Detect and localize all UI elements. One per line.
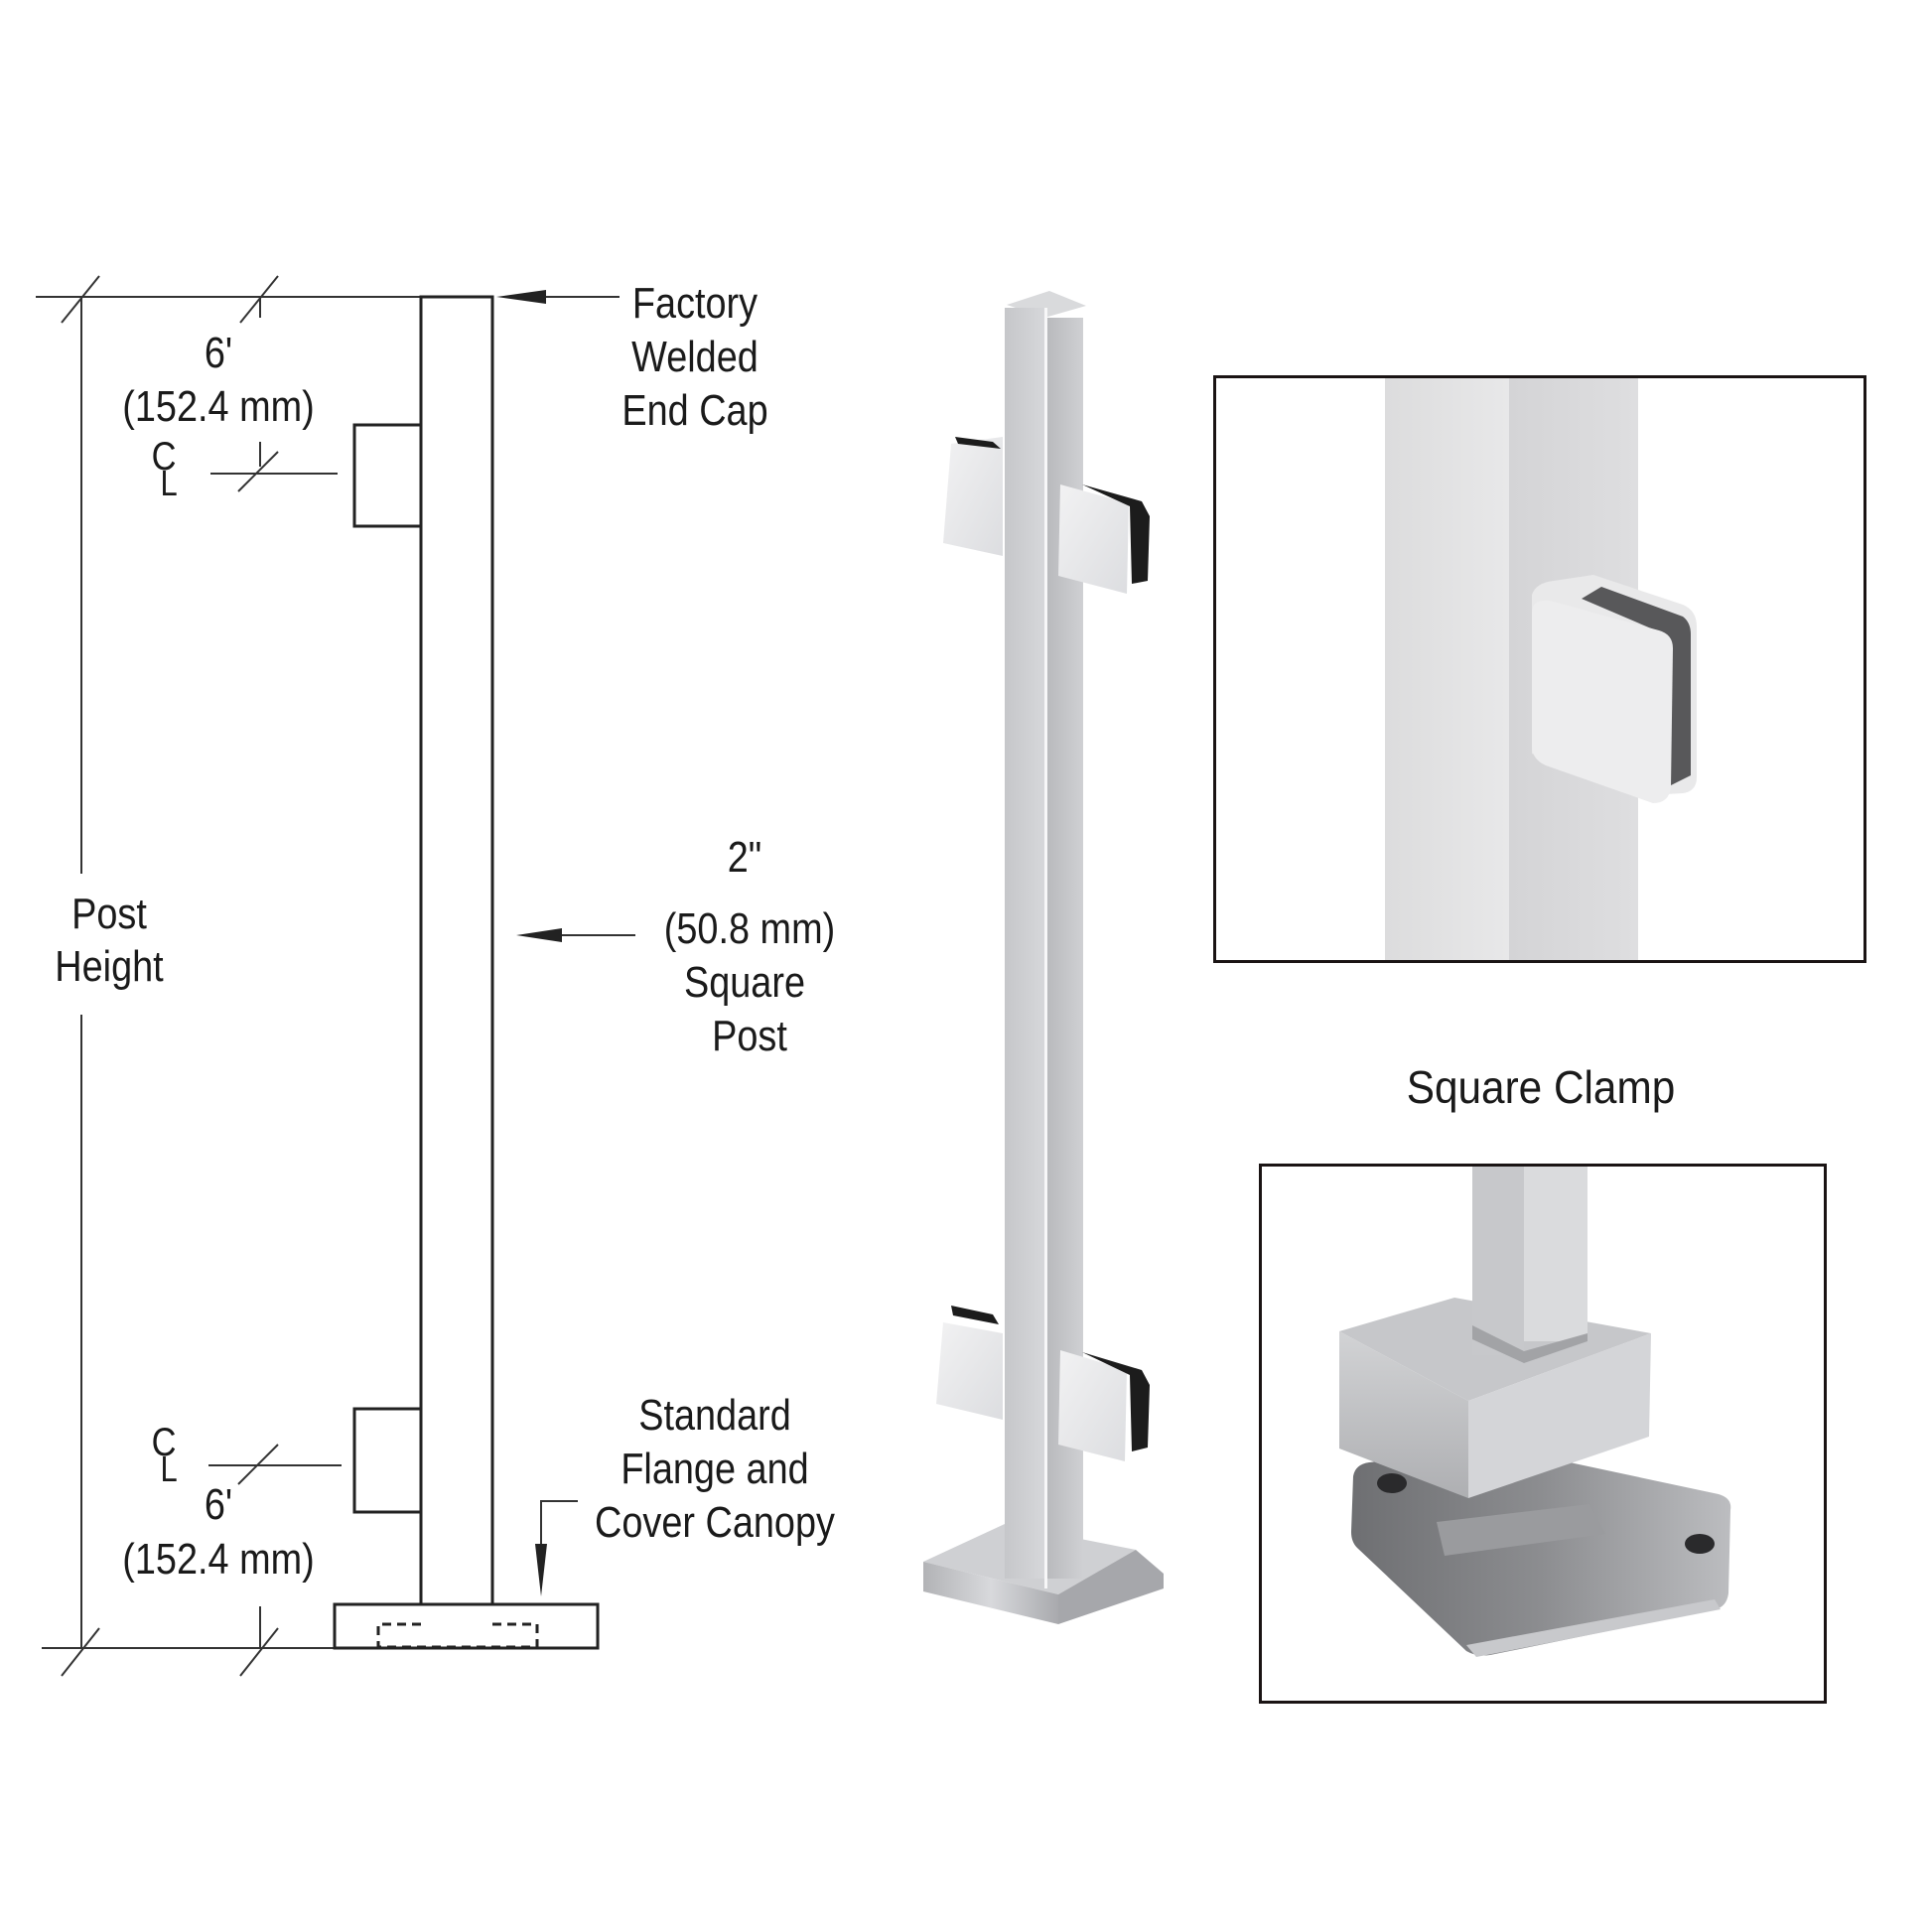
end-cap-arrow-icon bbox=[496, 290, 546, 304]
top-clamp-outline bbox=[352, 423, 423, 528]
flange-arrow-icon bbox=[535, 1544, 547, 1596]
post-outline bbox=[419, 295, 494, 1606]
cover-canopy-hidden-outline bbox=[376, 1622, 539, 1649]
top-offset-imperial: 6' bbox=[204, 329, 233, 377]
end-cap-label-line1: Factory bbox=[631, 279, 759, 328]
flange-detail-photo bbox=[1339, 1167, 1731, 1657]
square-clamp-detail-frame bbox=[1213, 375, 1866, 963]
post-height-label-line1: Post bbox=[71, 890, 147, 938]
post-size-arrow-icon bbox=[516, 928, 562, 942]
square-clamp-detail-photo bbox=[1385, 378, 1697, 960]
main-post-top-right-clamp bbox=[1058, 484, 1150, 594]
flange-detail-frame bbox=[1259, 1164, 1827, 1704]
post-size-label-post: Post bbox=[712, 1012, 787, 1060]
bottom-offset-metric: (152.4 mm) bbox=[122, 1535, 315, 1584]
bottom-offset-imperial: 6' bbox=[204, 1480, 233, 1529]
main-post-bottom-right-clamp bbox=[1058, 1350, 1150, 1461]
end-cap-label-line2: Welded bbox=[631, 333, 759, 381]
main-post-top-left-clamp bbox=[943, 437, 1003, 556]
post-height-label-line2: Height bbox=[55, 942, 164, 991]
flange-label-line1: Standard bbox=[638, 1391, 791, 1440]
post-size-label-square: Square bbox=[683, 958, 806, 1007]
square-clamp-caption: Square Clamp bbox=[1406, 1061, 1676, 1113]
top-offset-metric: (152.4 mm) bbox=[122, 382, 315, 431]
flange-label-line2: Flange and bbox=[621, 1445, 809, 1493]
flange-label-line3: Cover Canopy bbox=[595, 1498, 835, 1547]
bottom-clamp-outline bbox=[352, 1407, 423, 1514]
post-size-imperial: 2" bbox=[727, 833, 762, 882]
main-post-bottom-left-clamp bbox=[936, 1306, 1003, 1420]
end-cap-label-line3: End Cap bbox=[621, 386, 768, 435]
post-size-metric: (50.8 mm) bbox=[663, 904, 836, 953]
